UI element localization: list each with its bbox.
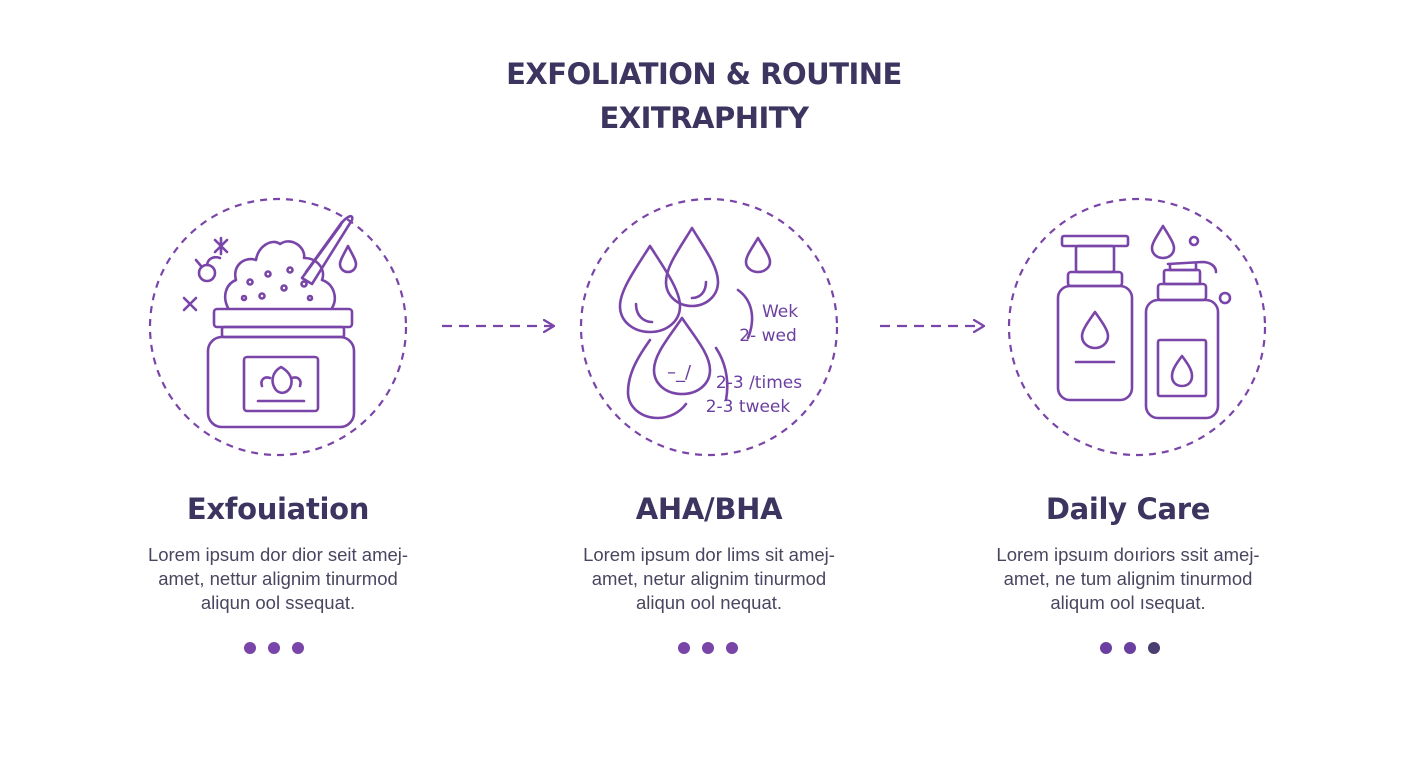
step-description-3: Lorem ipsuım doıriors ssit amej- amet, n… (948, 543, 1308, 615)
acid-droplets-icon (618, 226, 772, 420)
step-2-dots (678, 642, 738, 654)
description-line: amet, nettur alignim tinurmod (158, 568, 398, 589)
description-line: Lorem ipsum dor dior seit amej- (147, 544, 409, 565)
pagination-dot (1100, 642, 1112, 654)
description-line: amet, netur alignim tinurmod (591, 568, 827, 589)
pagination-dot (1124, 642, 1136, 654)
description-line: aliqum ool ısequat. (1050, 592, 1206, 613)
step-3-dots (1100, 642, 1160, 654)
title-line-2: EXITRAPHITY (599, 101, 809, 135)
step-title-daily-care: Daily Care (1045, 492, 1211, 526)
description-line: aliqun ool ssequat. (200, 592, 356, 613)
pump-bottles-icon (1056, 224, 1232, 420)
description-line: aliqun ool nequat. (635, 592, 783, 613)
exfoliant-jar-icon (182, 214, 358, 429)
page-title: EXFOLIATION & ROUTINE EXITRAPHITY (0, 52, 1408, 140)
pagination-dot (268, 642, 280, 654)
pagination-dot (244, 642, 256, 654)
frequency-label-1: Wek (762, 302, 798, 322)
step-1-dots (244, 642, 304, 654)
step-description-2: Lorem ipsum dor lims sit amej- amet, net… (529, 543, 889, 615)
frequency-label-4: 2-3 tweek (706, 397, 791, 417)
title-line-1: EXFOLIATION & ROUTINE (506, 57, 902, 91)
pagination-dot (678, 642, 690, 654)
description-line: amet, ne tum alignim tinurmod (1003, 568, 1253, 589)
step-1-circle (148, 197, 408, 457)
drop-mark: –_/ (667, 362, 692, 383)
step-2-circle (579, 197, 839, 457)
pagination-dot (726, 642, 738, 654)
step-title-exfoliation: Exfouiation (186, 492, 370, 526)
step-description-1: Lorem ipsum dor dior seit amej- amet, ne… (98, 543, 458, 615)
pagination-dot (1148, 642, 1160, 654)
frequency-label-2: 2- wed (739, 326, 797, 346)
description-line: Lorem ipsum dor lims sit amej- (583, 544, 835, 565)
pagination-dot (292, 642, 304, 654)
step-title-aha-bha: AHA/BHA (635, 492, 783, 526)
frequency-label-3: 2-3 /times (716, 373, 802, 393)
description-line: Lorem ipsuım doıriors ssit amej- (996, 544, 1260, 565)
pagination-dot (702, 642, 714, 654)
step-3-circle (1007, 197, 1267, 457)
